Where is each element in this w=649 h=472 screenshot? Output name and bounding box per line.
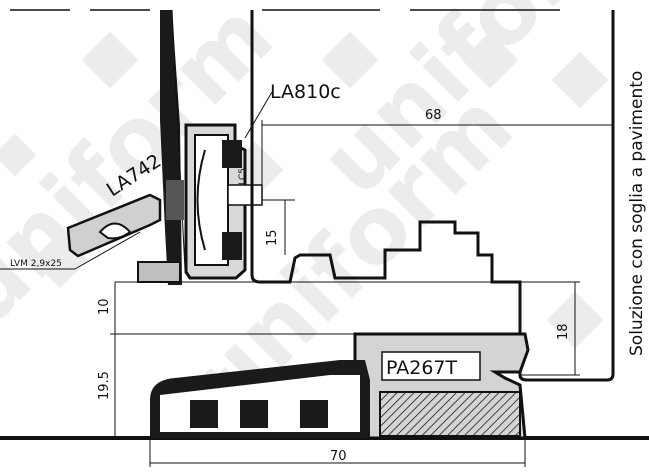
label-la810c: LA810c <box>270 81 341 103</box>
profile-la810c: LC5 <box>184 123 263 280</box>
dimension-15 <box>262 199 295 255</box>
dimension-18-label: 18 <box>556 323 571 340</box>
threshold-label: PA267T <box>386 357 458 379</box>
dimension-19-5-label: 19.5 <box>97 371 112 400</box>
leader-la810c <box>244 91 273 139</box>
door-leaf-section <box>160 9 186 285</box>
threshold-pa267t: PA267T <box>353 332 530 440</box>
dimension-70 <box>149 438 526 467</box>
ramp-profile <box>150 360 370 438</box>
dimension-15-label: 15 <box>265 229 280 246</box>
dimension-68 <box>261 120 613 200</box>
drawing-title: Soluzione con soglia a pavimento <box>627 71 647 356</box>
profile-la742 <box>66 193 181 283</box>
leader-screw-diag <box>74 231 141 270</box>
label-screw: LVM 2,9x25 <box>10 259 62 269</box>
dimension-19-5 <box>110 333 360 438</box>
dimension-70-label: 70 <box>330 449 347 464</box>
dimension-68-label: 68 <box>425 108 442 123</box>
dimension-10-label: 10 <box>97 298 112 315</box>
dimension-18 <box>520 281 580 376</box>
clip-label: LC5 <box>238 168 248 185</box>
